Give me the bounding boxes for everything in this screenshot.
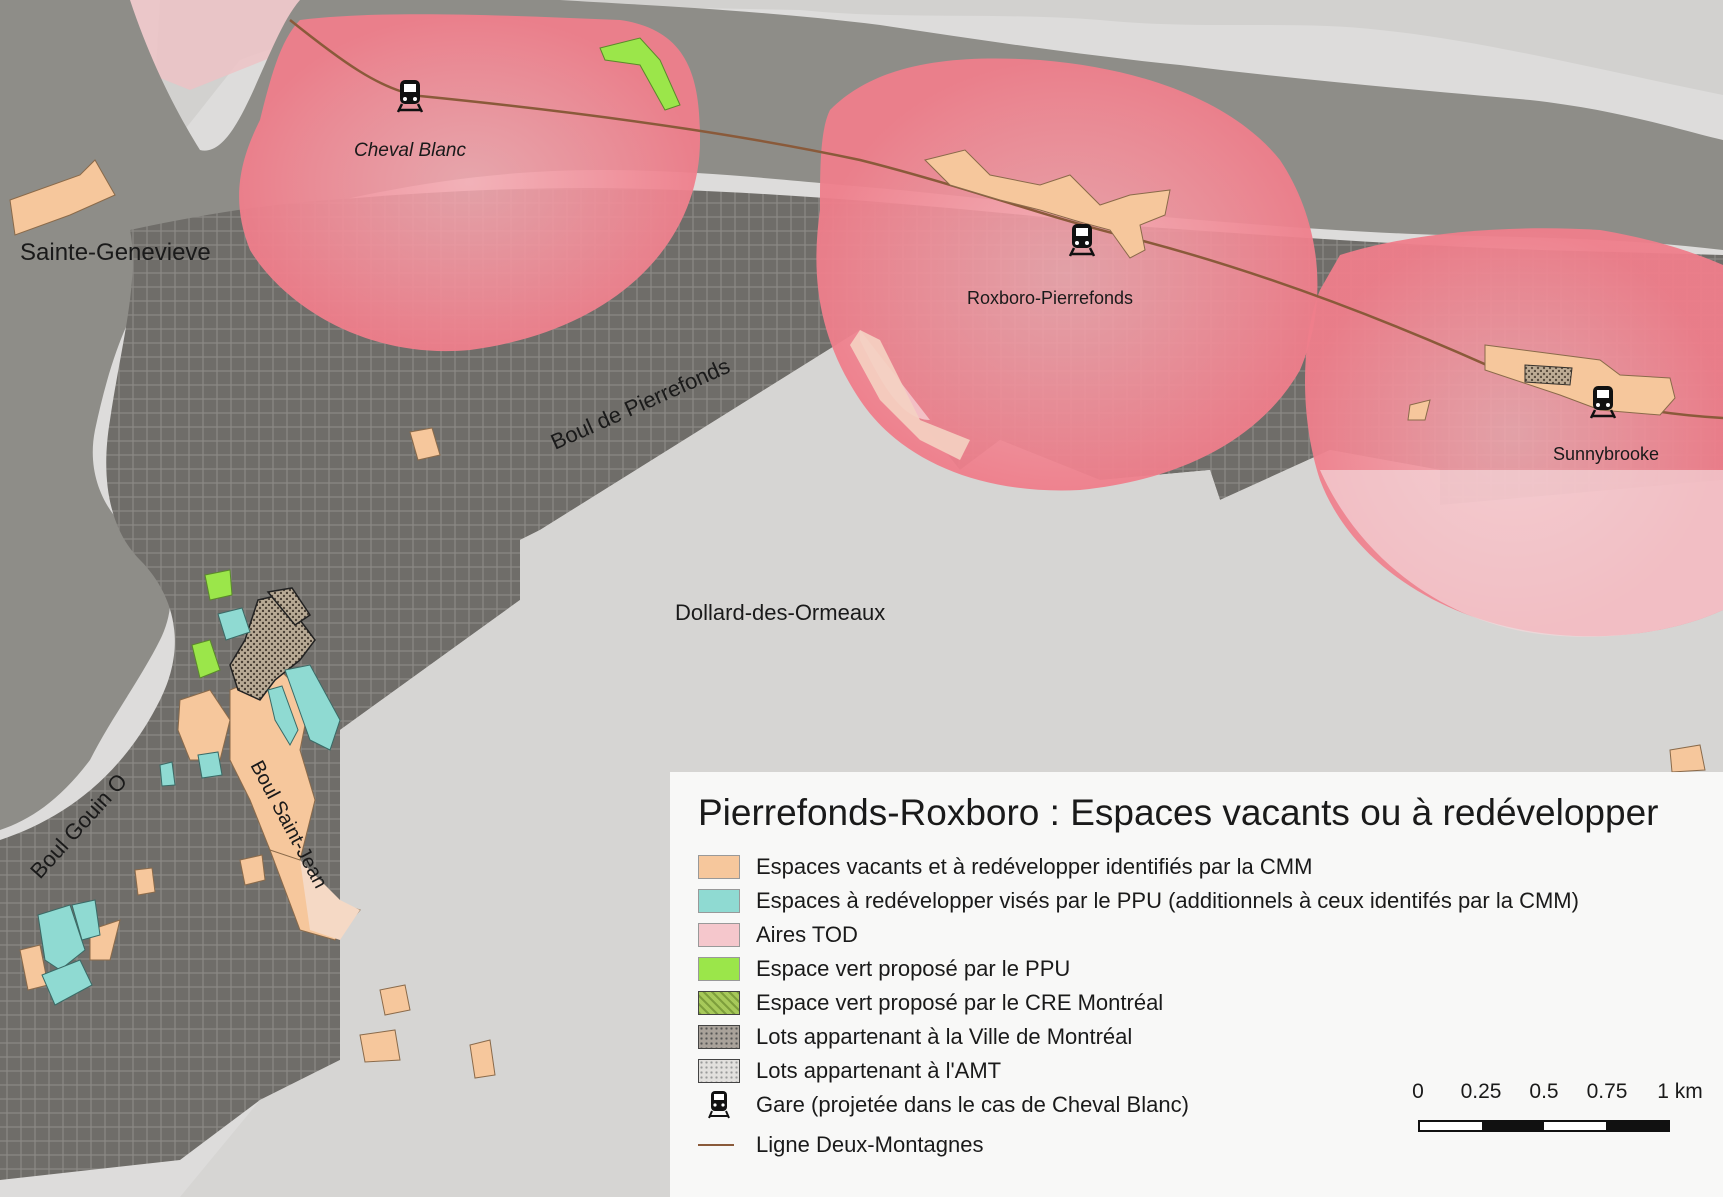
green-space-ppu	[191, 639, 221, 679]
dark-stipple-swatch	[698, 1025, 740, 1049]
station-label-sunnybrooke: Sunnybrooke	[1553, 444, 1659, 464]
ppu-parcel	[197, 751, 223, 779]
scale-tick-label: 0.5	[1529, 1080, 1559, 1103]
map-title: Pierrefonds-Roxboro : Espaces vacants ou…	[698, 792, 1659, 833]
legend-label: Espaces à redévelopper visés par le PPU …	[756, 888, 1579, 913]
amt-owned-lot	[1524, 364, 1573, 386]
scale-segment	[1606, 1122, 1668, 1130]
vacant-parcel	[1407, 399, 1431, 421]
ppu-parcel	[41, 959, 93, 1006]
train-icon	[708, 1091, 730, 1119]
scale-bar-graphic	[1418, 1120, 1670, 1132]
tod-fade-overlay	[1320, 470, 1723, 637]
legend-item: Ligne Deux-Montagnes	[698, 1130, 983, 1160]
scale-bar: 0 0.25 0.5 0.75 1 km	[1400, 1080, 1703, 1150]
vacant-parcel	[379, 984, 411, 1016]
legend-item: Espace vert proposé par le CRE Montréal	[698, 988, 1163, 1018]
train-station-icon	[396, 80, 424, 113]
legend-label: Lots appartenant à la Ville de Montréal	[756, 1024, 1133, 1049]
legend-item: Espace vert proposé par le PPU	[698, 954, 1070, 984]
ppu-parcel	[71, 899, 101, 941]
scale-segment	[1482, 1122, 1544, 1130]
vacant-parcel	[9, 159, 116, 236]
green-swatch	[698, 957, 740, 981]
legend-item: Lots appartenant à l'AMT	[698, 1056, 1001, 1086]
light-stipple-swatch	[698, 1059, 740, 1083]
north-shore-pink-remnant	[130, 0, 300, 90]
vacant-parcel	[134, 867, 156, 896]
legend-label: Gare (projetée dans le cas de Cheval Bla…	[756, 1092, 1189, 1117]
scale-tick-label: 1 km	[1657, 1080, 1703, 1103]
city-owned-lot	[266, 587, 312, 627]
line-swatch	[698, 1133, 740, 1157]
legend-label: Lots appartenant à l'AMT	[756, 1058, 1002, 1083]
station-label-roxboro: Roxboro-Pierrefonds	[967, 288, 1133, 308]
ppu-parcel	[159, 761, 176, 787]
station-label-cheval-blanc: Cheval Blanc	[354, 140, 466, 161]
vacant-parcel	[924, 149, 1171, 259]
scale-tick-label: 0.75	[1586, 1080, 1628, 1103]
legend-item: Gare (projetée dans le cas de Cheval Bla…	[698, 1090, 1189, 1120]
legend-label: Ligne Deux-Montagnes	[756, 1132, 984, 1157]
legend-label: Espaces vacants et à redévelopper identi…	[756, 854, 1313, 879]
ppu-parcel	[267, 685, 299, 747]
vacant-parcel-light	[850, 330, 970, 460]
ppu-parcel	[217, 607, 251, 641]
map-legend: Pierrefonds-Roxboro : Espaces vacants ou…	[670, 772, 1723, 1197]
green-space-ppu	[204, 569, 233, 601]
tod-area-cheval-blanc	[239, 14, 700, 352]
legend-item: Espaces vacants et à redévelopper identi…	[698, 852, 1312, 882]
vacant-parcel	[239, 854, 266, 886]
legend-item: Lots appartenant à la Ville de Montréal	[698, 1022, 1132, 1052]
vacant-parcel	[469, 1039, 496, 1079]
train-station-icon	[1589, 386, 1617, 419]
ppu-parcel	[284, 664, 341, 751]
vacant-parcel-light	[300, 860, 360, 940]
pink-swatch	[698, 923, 740, 947]
vacant-parcel	[1669, 744, 1706, 773]
place-label-dollard: Dollard-des-Ormeaux	[675, 600, 885, 625]
legend-label: Espace vert proposé par le PPU	[756, 956, 1071, 981]
ppu-parcel	[37, 904, 86, 971]
train-station-icon	[1068, 224, 1096, 257]
scale-segment	[1420, 1122, 1482, 1130]
vacant-parcel	[1484, 344, 1676, 416]
vacant-parcel	[359, 1029, 401, 1063]
legend-item: Aires TOD	[698, 920, 858, 950]
green-space-ppu	[599, 37, 681, 111]
legend-label: Aires TOD	[756, 922, 858, 947]
scale-segment	[1544, 1122, 1606, 1130]
orange-swatch	[698, 855, 740, 879]
scale-tick-label: 0.25	[1460, 1080, 1502, 1103]
teal-swatch	[698, 889, 740, 913]
scale-tick-label: 0	[1412, 1080, 1424, 1103]
place-label-sainte-genevieve: Sainte-Genevieve	[20, 239, 211, 266]
vacant-parcel	[409, 427, 441, 461]
hatched-green-swatch	[698, 991, 740, 1015]
legend-item: Espaces à redévelopper visés par le PPU …	[698, 886, 1579, 916]
vacant-parcel	[177, 689, 231, 761]
legend-label: Espace vert proposé par le CRE Montréal	[756, 990, 1164, 1015]
